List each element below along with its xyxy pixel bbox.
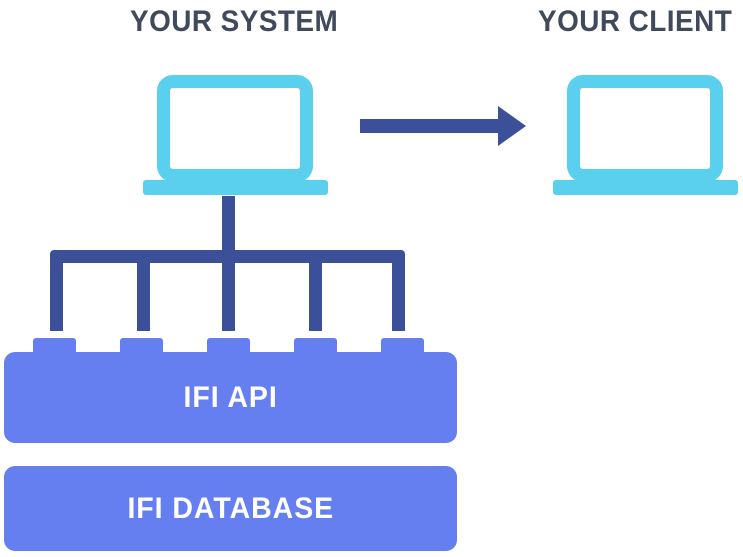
connector-branch <box>392 256 405 331</box>
laptop-screen-outline <box>567 75 723 182</box>
brick-stud <box>33 338 76 354</box>
laptop-base-bar <box>553 180 738 195</box>
block-label-ifi-api: IFI API <box>183 380 278 414</box>
connector-branch <box>222 256 235 331</box>
connector-branch <box>309 256 322 331</box>
block-ifi-database: IFI DATABASE <box>4 466 457 551</box>
brick-stud <box>120 338 163 354</box>
page-title-your-client: YOUR CLIENT <box>538 5 733 38</box>
connector-stem <box>222 196 235 256</box>
connector-branch <box>137 256 150 331</box>
brick-stud <box>207 338 250 354</box>
block-ifi-api: IFI API <box>4 352 457 443</box>
brick-stud <box>381 338 424 354</box>
brick-stud <box>294 338 337 354</box>
connector-branch <box>50 256 63 331</box>
block-label-ifi-database: IFI DATABASE <box>127 491 334 525</box>
page-title-your-system: YOUR SYSTEM <box>130 5 339 38</box>
laptop-base-bar <box>143 180 328 195</box>
arrow-right-icon <box>360 106 526 146</box>
laptop-screen-outline <box>157 75 313 182</box>
